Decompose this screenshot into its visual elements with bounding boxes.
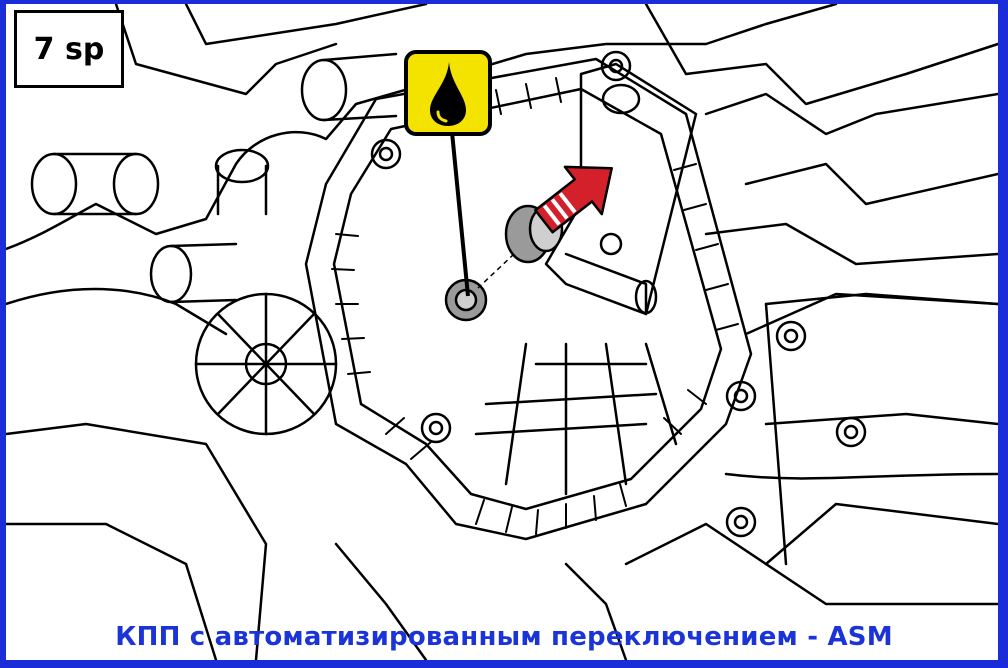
direction-arrow-icon	[534, 165, 613, 234]
housing-outline	[6, 4, 838, 251]
oil-fill-plug	[444, 278, 488, 322]
oil-drop-icon	[404, 50, 492, 136]
gearbox-illustration	[6, 4, 998, 660]
diagram-caption: КПП с автоматизированным переключением -…	[115, 622, 893, 652]
cover-gasket-inner	[332, 87, 723, 511]
diagram-frame: 7 sp	[6, 4, 998, 660]
gear-count-badge: 7 sp	[14, 10, 124, 88]
cover-gasket-outer	[304, 57, 753, 541]
oil-leader-line	[450, 131, 470, 297]
